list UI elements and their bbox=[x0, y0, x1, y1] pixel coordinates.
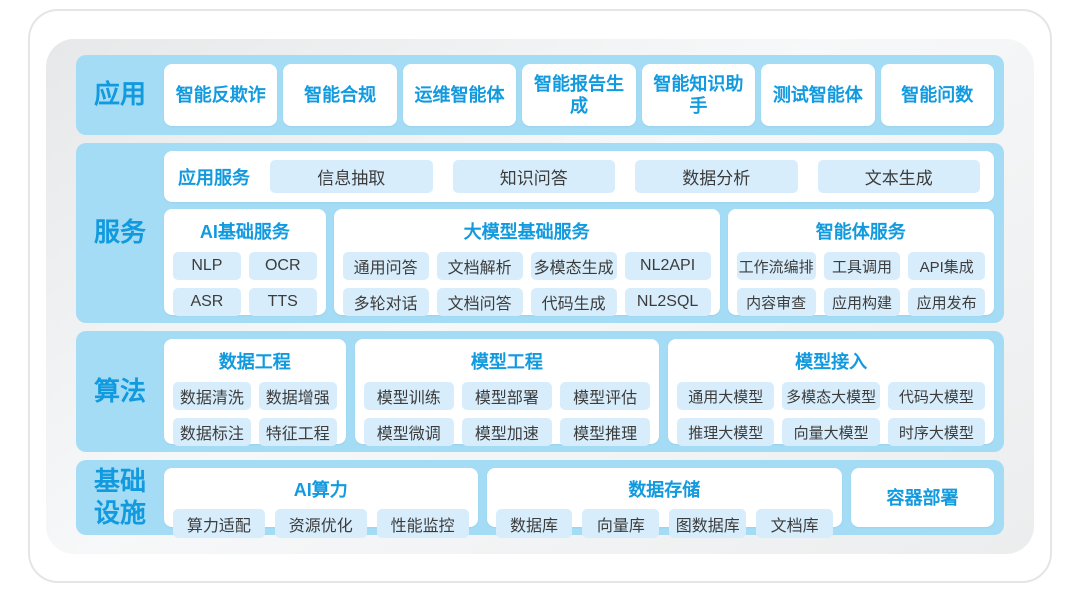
chip-model-evaluation: 模型评估 bbox=[559, 382, 651, 410]
chip-multimodal-llm: 多模态大模型 bbox=[782, 382, 880, 410]
chip-app-publishing: 应用发布 bbox=[908, 288, 985, 316]
group-ai-basic-service: AI基础服务 NLP OCR ASR TTS bbox=[164, 209, 326, 316]
chip-reasoning-llm: 推理大模型 bbox=[677, 418, 775, 446]
chip-nl2sql: NL2SQL bbox=[624, 288, 711, 316]
layer-row-application: 应用 智能反欺诈 智能合规 运维智能体 智能报告生成 智能知识助手 测试智能体 … bbox=[76, 55, 1004, 135]
app-service-strip: 应用服务 信息抽取 知识问答 数据分析 文本生成 bbox=[164, 151, 994, 202]
chip-nlp: NLP bbox=[173, 252, 241, 280]
chip-general-llm: 通用大模型 bbox=[677, 382, 775, 410]
layer-label-service: 服务 bbox=[93, 217, 146, 248]
chip-model-training: 模型训练 bbox=[363, 382, 454, 410]
chip-asr: ASR bbox=[173, 288, 241, 316]
chip-graph-database: 图数据库 bbox=[669, 509, 747, 538]
group-title-model-engineering: 模型工程 bbox=[470, 352, 543, 372]
chip-tool-invocation: 工具调用 bbox=[823, 252, 901, 280]
data-storage-chips: 数据库 向量库 图数据库 文档库 bbox=[495, 509, 834, 538]
chip-data-cleaning: 数据清洗 bbox=[173, 382, 251, 410]
application-items: 智能反欺诈 智能合规 运维智能体 智能报告生成 智能知识助手 测试智能体 智能问… bbox=[164, 55, 1004, 135]
chip-vector-store: 向量库 bbox=[582, 509, 660, 538]
app-box-smart-query: 智能问数 bbox=[880, 64, 994, 126]
chip-document-store: 文档库 bbox=[756, 509, 834, 538]
chip-model-deployment: 模型部署 bbox=[461, 382, 552, 410]
chip-general-qa: 通用问答 bbox=[342, 252, 429, 280]
chip-compute-adaptation: 算力适配 bbox=[173, 509, 265, 538]
chip-timeseries-llm: 时序大模型 bbox=[887, 418, 985, 446]
app-box-report-gen: 智能报告生成 bbox=[522, 64, 636, 126]
chip-database: 数据库 bbox=[495, 509, 573, 538]
outer-frame: 应用 智能反欺诈 智能合规 运维智能体 智能报告生成 智能知识助手 测试智能体 … bbox=[28, 9, 1052, 583]
group-container-deployment: 容器部署 bbox=[851, 468, 995, 527]
chip-data-labeling: 数据标注 bbox=[173, 418, 251, 446]
chip-performance-monitoring: 性能监控 bbox=[376, 509, 469, 538]
chip-nl2api: NL2API bbox=[624, 252, 711, 280]
group-title-agent: 智能体服务 bbox=[815, 222, 906, 242]
chip-ocr: OCR bbox=[248, 252, 317, 280]
app-box-knowledge-assistant: 智能知识助手 bbox=[641, 64, 756, 126]
app-box-ops-agent: 运维智能体 bbox=[402, 64, 517, 126]
layer-row-service: 服务 应用服务 信息抽取 知识问答 数据分析 文本生成 AI基础服务 NLP bbox=[76, 143, 1004, 323]
app-box-test-agent: 测试智能体 bbox=[761, 64, 875, 126]
chip-code-gen: 代码生成 bbox=[530, 288, 617, 316]
group-title-container-deployment: 容器部署 bbox=[886, 487, 959, 508]
group-title-model-access: 模型接入 bbox=[795, 352, 868, 372]
service-items: 应用服务 信息抽取 知识问答 数据分析 文本生成 AI基础服务 NLP OCR bbox=[164, 143, 1004, 323]
group-model-access: 模型接入 通用大模型 多模态大模型 代码大模型 推理大模型 向量大模型 时序大模… bbox=[668, 339, 994, 446]
ai-basic-chips: NLP OCR ASR TTS bbox=[173, 252, 317, 316]
group-model-engineering: 模型工程 模型训练 模型部署 模型评估 模型微调 模型加速 模型推理 bbox=[354, 339, 660, 446]
chip-knowledge-qa: 知识问答 bbox=[452, 160, 615, 193]
layer-row-infrastructure: 基础设施 AI算力 算力适配 资源优化 性能监控 数据存储 数据库 bbox=[76, 460, 1004, 538]
layer-label-algorithm: 算法 bbox=[93, 375, 146, 406]
agent-service-chips: 工作流编排 工具调用 API集成 内容审查 应用构建 应用发布 bbox=[736, 252, 985, 316]
app-service-title: 应用服务 bbox=[178, 167, 250, 188]
service-groups: AI基础服务 NLP OCR ASR TTS 大模型基础服务 通用问答 bbox=[164, 209, 994, 316]
chip-workflow-orchestration: 工作流编排 bbox=[736, 252, 816, 280]
layer-label-application: 应用 bbox=[93, 79, 146, 110]
layer-label-infrastructure: 基础设施 bbox=[93, 466, 146, 528]
group-ai-compute: AI算力 算力适配 资源优化 性能监控 bbox=[164, 468, 478, 538]
chip-data-analysis: 数据分析 bbox=[635, 160, 798, 193]
chip-model-inference: 模型推理 bbox=[559, 418, 651, 446]
chip-code-llm: 代码大模型 bbox=[887, 382, 985, 410]
app-box-compliance: 智能合规 bbox=[283, 64, 397, 126]
chip-api-integration: API集成 bbox=[908, 252, 985, 280]
model-engineering-chips: 模型训练 模型部署 模型评估 模型微调 模型加速 模型推理 bbox=[363, 382, 651, 446]
chip-resource-optimization: 资源优化 bbox=[274, 509, 367, 538]
ai-compute-chips: 算力适配 资源优化 性能监控 bbox=[173, 509, 469, 538]
chip-tts: TTS bbox=[248, 288, 317, 316]
chip-data-augmentation: 数据增强 bbox=[258, 382, 337, 410]
chip-multimodal-gen: 多模态生成 bbox=[530, 252, 617, 280]
chip-content-review: 内容审查 bbox=[736, 288, 816, 316]
chip-model-finetuning: 模型微调 bbox=[363, 418, 454, 446]
infrastructure-groups: AI算力 算力适配 资源优化 性能监控 数据存储 数据库 向量库 图数据库 bbox=[164, 460, 1004, 538]
chip-app-building: 应用构建 bbox=[823, 288, 901, 316]
chip-doc-qa: 文档问答 bbox=[436, 288, 523, 316]
group-title-llm-basic: 大模型基础服务 bbox=[463, 222, 590, 242]
model-access-chips: 通用大模型 多模态大模型 代码大模型 推理大模型 向量大模型 时序大模型 bbox=[677, 382, 985, 446]
chip-model-acceleration: 模型加速 bbox=[461, 418, 552, 446]
group-title-data-engineering: 数据工程 bbox=[218, 352, 291, 372]
group-title-data-storage: 数据存储 bbox=[628, 480, 701, 500]
chip-doc-parsing: 文档解析 bbox=[436, 252, 523, 280]
app-box-anti-fraud: 智能反欺诈 bbox=[164, 64, 278, 126]
algorithm-groups: 数据工程 数据清洗 数据增强 数据标注 特征工程 模型工程 模型训练 模型部署 bbox=[164, 331, 1004, 452]
chip-embedding-llm: 向量大模型 bbox=[782, 418, 880, 446]
layer-row-algorithm: 算法 数据工程 数据清洗 数据增强 数据标注 特征工程 模型工程 bbox=[76, 331, 1004, 452]
architecture-panel: 应用 智能反欺诈 智能合规 运维智能体 智能报告生成 智能知识助手 测试智能体 … bbox=[46, 39, 1034, 554]
data-engineering-chips: 数据清洗 数据增强 数据标注 特征工程 bbox=[173, 382, 337, 446]
chip-feature-engineering: 特征工程 bbox=[258, 418, 337, 446]
group-title-ai-compute: AI算力 bbox=[293, 480, 348, 500]
chip-text-generation: 文本生成 bbox=[817, 160, 980, 193]
group-data-engineering: 数据工程 数据清洗 数据增强 数据标注 特征工程 bbox=[164, 339, 346, 446]
group-agent-service: 智能体服务 工作流编排 工具调用 API集成 内容审查 应用构建 应用发布 bbox=[727, 209, 994, 316]
group-title-ai-basic: AI基础服务 bbox=[199, 222, 290, 242]
chip-multiturn-dialog: 多轮对话 bbox=[342, 288, 429, 316]
llm-basic-chips: 通用问答 文档解析 多模态生成 NL2API 多轮对话 文档问答 代码生成 NL… bbox=[342, 252, 711, 316]
chip-info-extraction: 信息抽取 bbox=[270, 160, 433, 193]
group-data-storage: 数据存储 数据库 向量库 图数据库 文档库 bbox=[486, 468, 843, 538]
group-llm-basic-service: 大模型基础服务 通用问答 文档解析 多模态生成 NL2API 多轮对话 文档问答… bbox=[333, 209, 720, 316]
